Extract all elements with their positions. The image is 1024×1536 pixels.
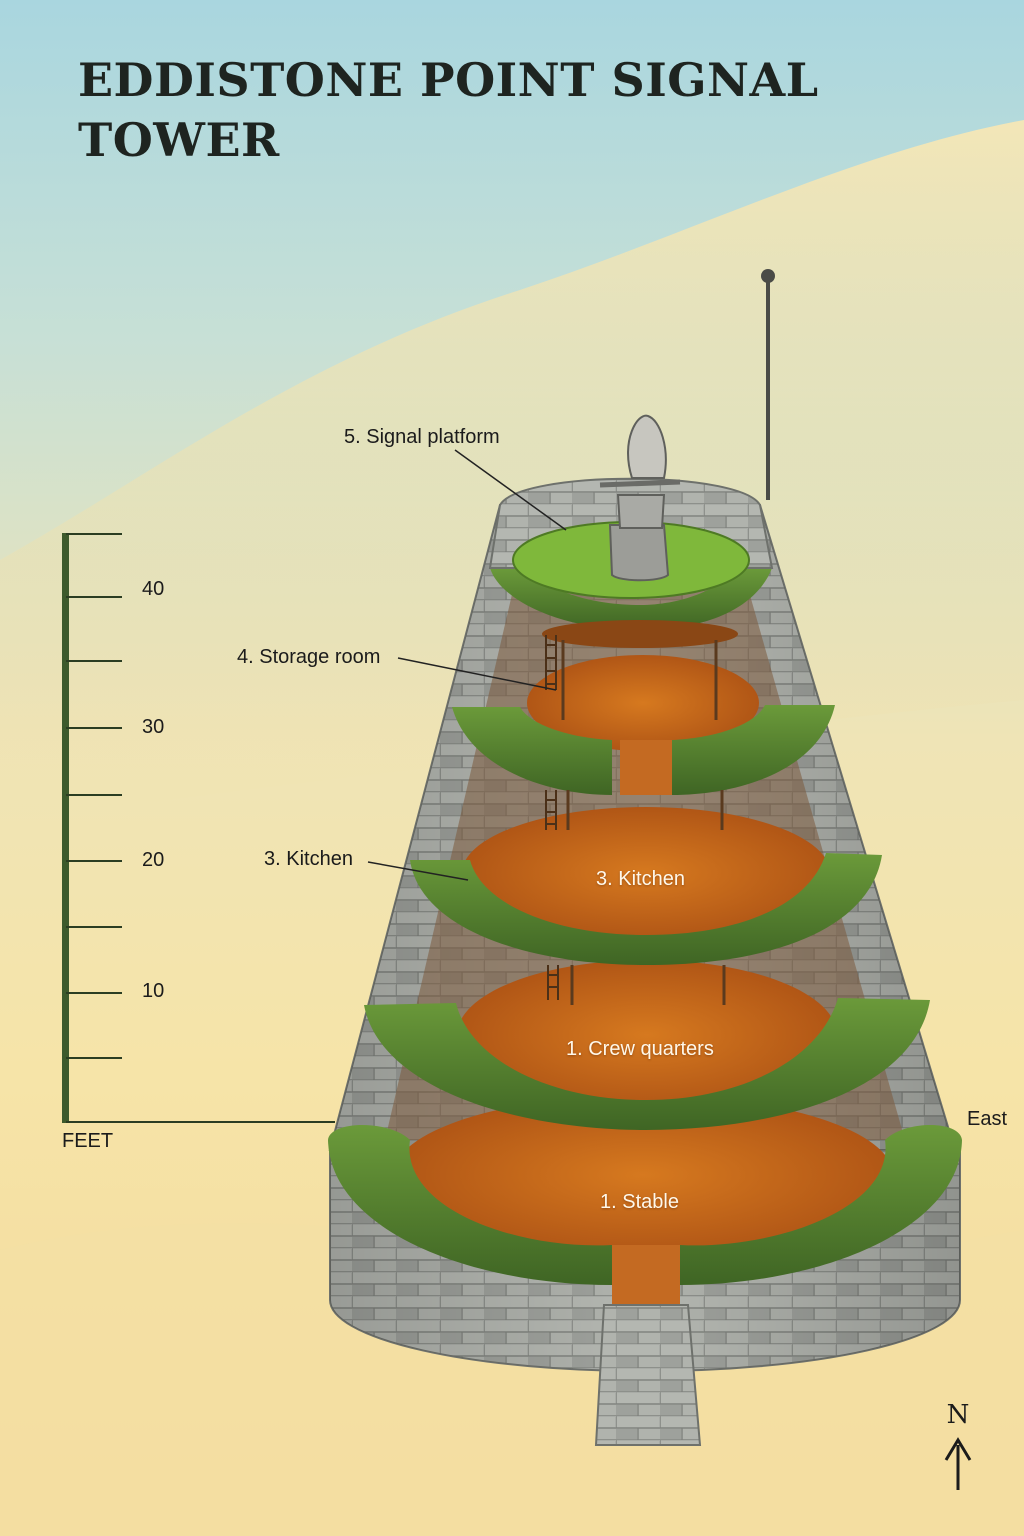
height-scale <box>62 533 335 1123</box>
scale-tick-label: 20 <box>142 849 165 871</box>
stable-doorway-path <box>612 1245 680 1305</box>
scale-tick-label: 10 <box>142 980 165 1002</box>
page-title: EDDISTONE POINT SIGNAL TOWER <box>78 53 819 167</box>
scale-tick-label: 40 <box>142 578 165 600</box>
callout-kitchen: 3. Kitchen <box>264 848 353 870</box>
flagpole-finial <box>761 269 775 283</box>
north-arrow-icon <box>944 1437 972 1490</box>
compass-north-letter: N <box>946 1400 970 1430</box>
compass: N <box>940 1400 976 1430</box>
scale-unit-label: FEET <box>62 1130 114 1152</box>
callout-storage-room: 4. Storage room <box>237 646 381 668</box>
stable-ledge-right <box>680 1125 962 1285</box>
storage-room-ledge-right <box>672 705 835 795</box>
direction-label-east: East <box>967 1108 1008 1130</box>
callout-signal-platform: 5. Signal platform <box>344 426 500 448</box>
callout-leader-storage-room <box>397 657 557 691</box>
crew-quarters-floor <box>457 960 837 1110</box>
platform-ledge <box>490 568 772 630</box>
stable-ledge <box>328 1125 612 1285</box>
floor-label-stable: 1. Stable <box>600 1191 679 1213</box>
storage-room-walkway <box>620 740 672 795</box>
crew-quarters-ledge <box>364 998 930 1130</box>
signal-device-icon <box>599 414 681 582</box>
entrance-steps <box>594 1304 702 1446</box>
ladder <box>545 635 559 1000</box>
scale-tick-label: 30 <box>142 716 165 738</box>
floor-label-crew-quarters: 1. Crew quarters <box>566 1038 714 1060</box>
storage-ceiling <box>542 620 738 648</box>
callout-leader-signal-platform <box>454 449 567 531</box>
callout-leader-kitchen <box>367 861 469 881</box>
storage-room-ledge <box>452 707 612 795</box>
stable-floor <box>393 1095 893 1255</box>
storage-room-floor <box>527 655 759 751</box>
kitchen-floor <box>462 807 830 939</box>
floor-label-kitchen: 3. Kitchen <box>596 868 685 890</box>
scale-bar <box>62 533 69 1123</box>
kitchen-ledge <box>410 853 882 965</box>
